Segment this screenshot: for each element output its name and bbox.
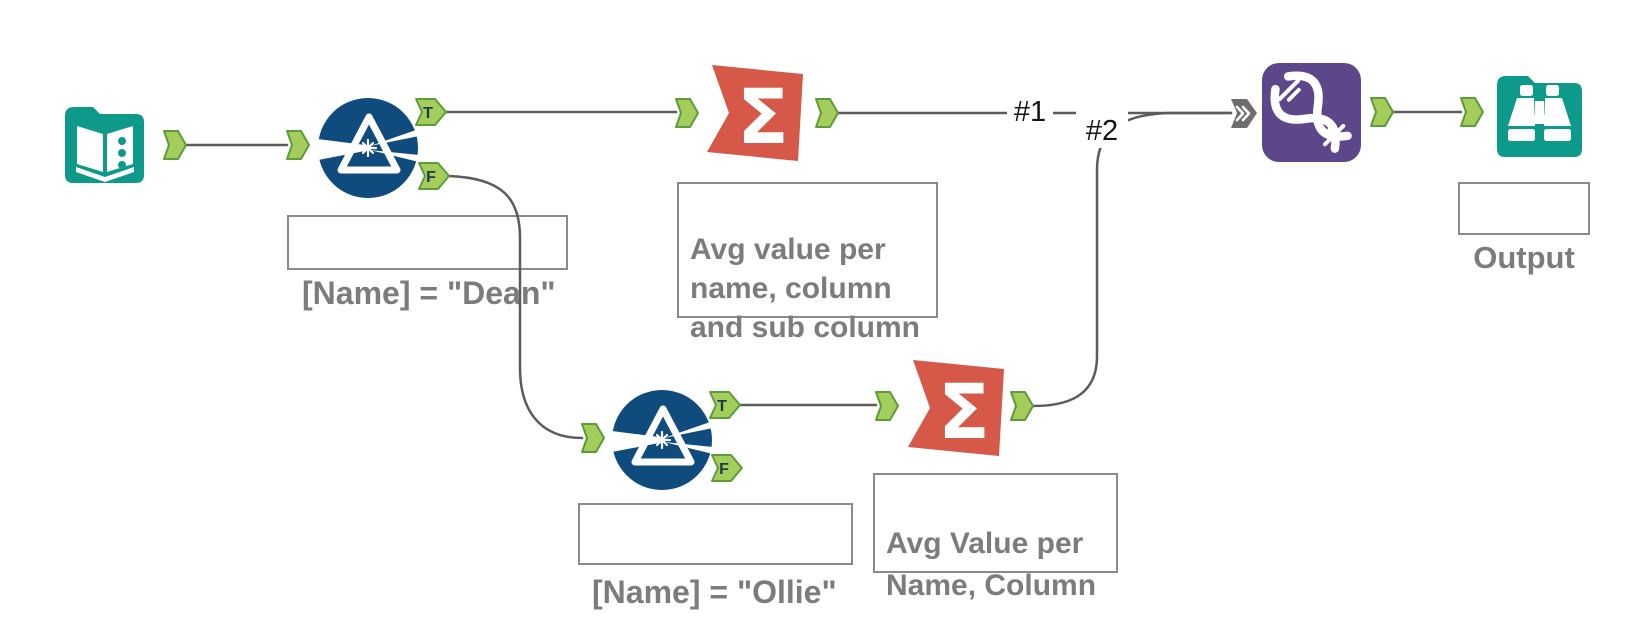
union-input-anchor[interactable]: [1231, 99, 1257, 128]
comment-text: Avg Value per Name, Column: [886, 527, 1097, 602]
connection-label-2-bg: [1076, 110, 1128, 148]
double-chevron-icon: [1235, 105, 1251, 122]
connection-label-1-bg: [1007, 92, 1053, 128]
comment-text: Avg value per name, column and sub colum…: [690, 233, 921, 344]
summarize-bottom-input-anchor[interactable]: [875, 391, 899, 421]
filter-ollie-input-anchor[interactable]: [581, 423, 605, 453]
comment-text: Output: [1473, 240, 1575, 275]
comment-text: [Name] = "Ollie": [592, 574, 837, 610]
filter-dean-tool[interactable]: [318, 98, 419, 198]
summarize-bottom-tool[interactable]: [908, 360, 1004, 456]
input-data-output-anchor[interactable]: [163, 130, 187, 160]
summarize-top-output-anchor[interactable]: [815, 98, 839, 128]
filter-ollie-tool[interactable]: [612, 390, 713, 490]
connection-label-2: #2: [1086, 115, 1118, 147]
connection-label-1: #1: [1014, 96, 1046, 128]
true-anchor-label: T: [423, 105, 433, 122]
comment-ollie-filter[interactable]: [Name] = "Ollie": [578, 503, 853, 610]
false-anchor-label: F: [719, 461, 729, 478]
filter-dean-input-anchor[interactable]: [286, 130, 310, 160]
summarize-top-tool[interactable]: [707, 65, 803, 161]
union-tool[interactable]: [1262, 63, 1361, 162]
comment-summarize-bottom[interactable]: Avg Value per Name, Column: [873, 473, 1118, 602]
true-anchor-label: T: [717, 398, 727, 415]
comment-text: [Name] = "Dean": [302, 275, 556, 311]
comment-output[interactable]: Output: [1458, 182, 1590, 275]
connection-filter-dean-false-to-filter-ollie[interactable]: [447, 174, 584, 440]
browse-tool[interactable]: [1497, 76, 1582, 157]
summarize-top-input-anchor[interactable]: [675, 98, 699, 128]
open-book-icon: [76, 126, 134, 182]
false-anchor-label: F: [426, 169, 436, 186]
comment-summarize-top[interactable]: Avg value per name, column and sub colum…: [677, 182, 938, 344]
connection-summarize-bottom-to-union[interactable]: [1031, 111, 1233, 408]
summarize-bottom-output-anchor[interactable]: [1010, 391, 1034, 421]
dna-helix-icon: [1270, 71, 1352, 153]
input-data-tool[interactable]: [65, 107, 144, 183]
union-output-anchor[interactable]: [1370, 97, 1394, 127]
browse-input-anchor[interactable]: [1460, 97, 1484, 127]
binoculars-icon: [1508, 85, 1571, 141]
